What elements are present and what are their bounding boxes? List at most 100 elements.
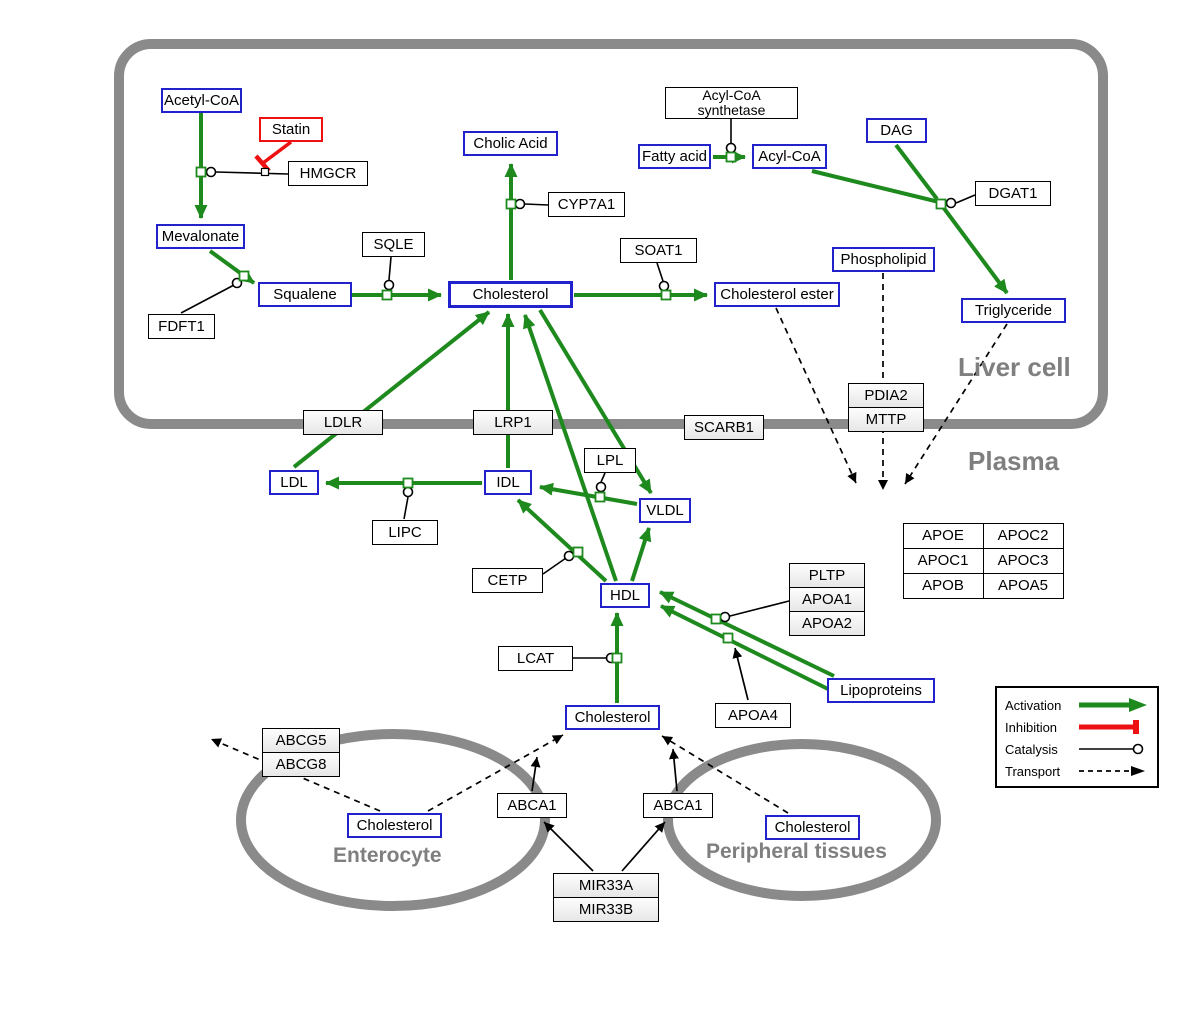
catalysis-circle [719,611,731,623]
node-dgat1[interactable]: DGAT1 [975,181,1051,206]
liver-cell-outline [114,39,1108,429]
edge-enterocyte-to-plasma-cholesterol [427,734,564,812]
node-acyl-coa-synthetase[interactable]: Acyl-CoA synthetase [665,87,798,119]
node-cholesterol-plasma[interactable]: Cholesterol [565,705,660,730]
catalysis-circle [658,280,670,292]
node-apoa1[interactable]: APOA1 [789,587,865,612]
edge-abca1-left-transport [530,756,541,792]
node-cetp[interactable]: CETP [472,568,543,593]
catalysis-circle [595,481,607,493]
node-triglyceride[interactable]: Triglyceride [961,298,1066,323]
node-apoa4[interactable]: APOA4 [715,703,791,728]
node-dag[interactable]: DAG [866,118,927,143]
legend-row-inhibition: Inhibition [1005,716,1157,738]
reaction-nodes [195,151,947,664]
node-fatty-acid[interactable]: Fatty acid [638,144,711,169]
node-hdl[interactable]: HDL [600,583,650,608]
node-cholic-acid[interactable]: Cholic Acid [463,131,558,156]
liver-cell-label: Liver cell [958,352,1071,382]
inhibition-tbar-icon [1079,720,1139,734]
edge-dgat1-triglyceride [941,205,1009,295]
node-apoa2[interactable]: APOA2 [789,611,865,636]
node-vldl[interactable]: VLDL [639,498,691,523]
enterocyte-label: Enterocyte [333,844,442,867]
edge-fdft1-catalysis [180,284,235,314]
node-scarb1[interactable]: SCARB1 [684,415,764,440]
node-apoc2[interactable]: APOC2 [982,522,1064,549]
reaction-node [725,151,737,163]
edge-apoa4-hdl [732,647,749,701]
inhibition-edges [254,140,293,173]
edge-peripheral-to-plasma-cholesterol [661,735,789,814]
catalysis-circle [945,197,957,209]
node-mir33a[interactable]: MIR33A [553,873,659,898]
reaction-node [722,632,734,644]
catalysis-circle [563,550,575,562]
node-apoe[interactable]: APOE [902,522,984,549]
activation-arrow-icon [1079,698,1147,712]
node-abcg8[interactable]: ABCG8 [262,752,340,777]
node-apoa5[interactable]: APOA5 [982,572,1064,599]
node-cyp7a1[interactable]: CYP7A1 [548,192,625,217]
catalysis-circle [383,279,395,291]
node-lrp1[interactable]: LRP1 [473,410,553,435]
node-squalene[interactable]: Squalene [258,282,352,307]
node-abcg5[interactable]: ABCG5 [262,728,340,753]
edge-lipoproteins-hdl-1 [659,590,835,678]
transport-arrow-icon [1079,766,1145,776]
edge-acylcoa-dgat1 [811,169,940,204]
node-apoc3[interactable]: APOC3 [982,547,1064,574]
catalysis-circle [725,142,737,154]
legend-box: Activation Inhibition Catalysis Transpor… [995,686,1159,788]
node-soat1[interactable]: SOAT1 [620,238,697,263]
node-abca1-enterocyte[interactable]: ABCA1 [497,793,567,818]
node-cholesterol-enterocyte[interactable]: Cholesterol [347,813,442,838]
node-sqle[interactable]: SQLE [362,232,425,257]
node-apob[interactable]: APOB [902,572,984,599]
node-idl[interactable]: IDL [484,470,532,495]
node-hmgcr[interactable]: HMGCR [288,161,368,186]
node-mir33b[interactable]: MIR33B [553,897,659,922]
node-acyl-coa[interactable]: Acyl-CoA [752,144,827,169]
edge-abca1-right-transport [668,748,679,792]
node-statin[interactable]: Statin [259,117,323,142]
node-mttp[interactable]: MTTP [848,407,924,432]
peripheral-tissues-label: Peripheral tissues [706,840,887,863]
edge-triglyceride-plasma [904,323,1008,485]
reaction-node [594,491,606,503]
reaction-node [611,652,623,664]
node-abca1-peripheral[interactable]: ABCA1 [643,793,713,818]
node-acetyl-coa[interactable]: Acetyl-CoA [161,88,242,113]
edge-pltp-catalysis [729,600,790,617]
node-apoc1[interactable]: APOC1 [902,547,984,574]
edge-vldl-idl [539,482,638,506]
peripheral-tissues-outline [663,739,941,901]
node-pdia2[interactable]: PDIA2 [848,383,924,408]
edge-hdl-vldl [630,527,652,582]
edge-sqle-catalysis [388,256,392,281]
edge-ldl-cholesterol [292,310,491,469]
node-phospholipid[interactable]: Phospholipid [832,247,935,272]
reaction-node [238,270,250,282]
node-cholesterol-peripheral[interactable]: Cholesterol [765,815,860,840]
edge-cyp7a1-catalysis [524,203,549,206]
node-ldl[interactable]: LDL [269,470,319,495]
node-pltp[interactable]: PLTP [789,563,865,588]
edge-hdl-cholesterol [523,314,618,582]
anchor-node [260,167,270,177]
node-lcat[interactable]: LCAT [498,646,573,671]
edge-cetp-catalysis [542,557,567,575]
activation-edges [194,113,1009,703]
edge-mir33-abca1-left [543,821,594,872]
node-fdft1[interactable]: FDFT1 [148,314,215,339]
legend-transport-label: Transport [1005,763,1061,779]
node-mevalonate[interactable]: Mevalonate [156,224,245,249]
node-cholesterol-ester[interactable]: Cholesterol ester [714,282,840,307]
node-lpl[interactable]: LPL [584,448,636,473]
node-ldlr[interactable]: LDLR [303,410,383,435]
node-lipc[interactable]: LIPC [372,520,438,545]
reaction-node [402,477,414,489]
node-lipoproteins[interactable]: Lipoproteins [827,678,935,703]
node-cholesterol-liver[interactable]: Cholesterol [448,281,573,308]
